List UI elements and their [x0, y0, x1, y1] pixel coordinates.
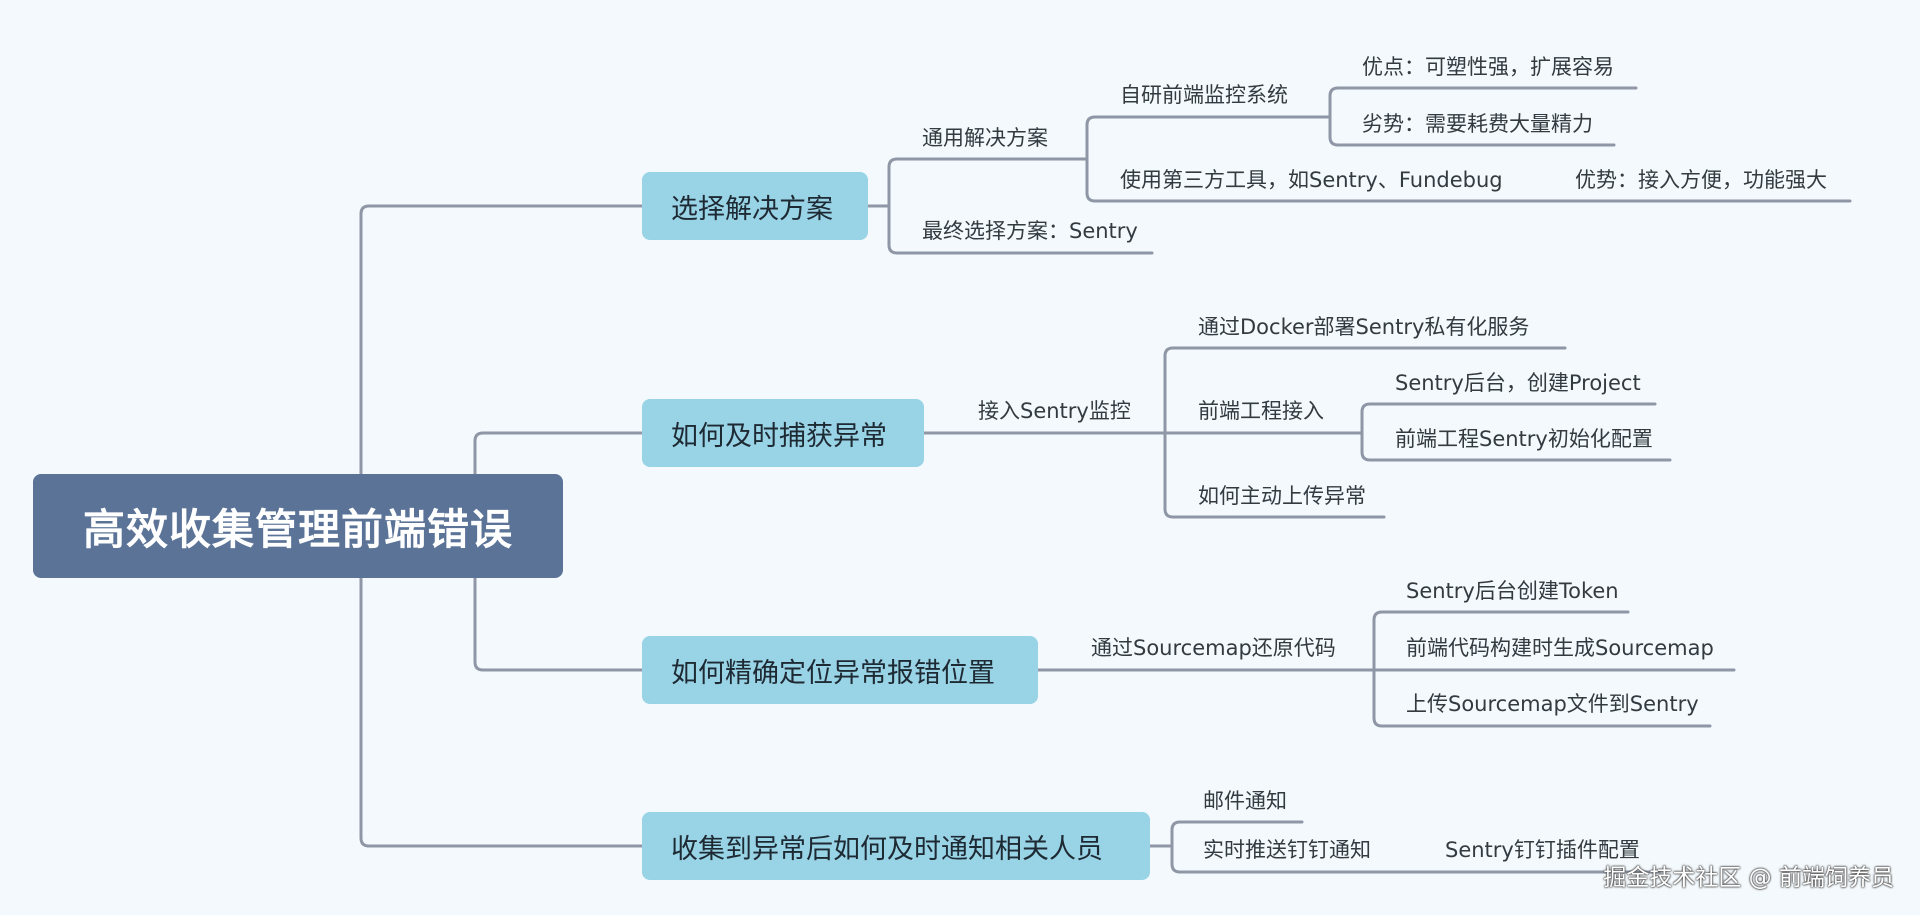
node-mail-notify[interactable]: 邮件通知 — [1203, 789, 1287, 813]
connector-line — [1163, 346, 1567, 435]
connector-line — [1328, 86, 1638, 119]
branch-capture-exceptions[interactable]: 如何及时捕获异常 — [642, 399, 924, 467]
node-final-choice[interactable]: 最终选择方案：Sentry — [922, 219, 1138, 243]
connector-line — [1085, 115, 1330, 161]
connector-line — [1372, 668, 1712, 728]
connector-line — [1085, 157, 1852, 203]
connector-line — [1170, 844, 1662, 874]
node-build-sourcemap[interactable]: 前端代码构建时生成Sourcemap — [1406, 636, 1714, 660]
node-dingtalk-notify[interactable]: 实时推送钉钉通知 — [1203, 838, 1371, 862]
node-create-project[interactable]: Sentry后台，创建Project — [1395, 371, 1641, 395]
connector-line — [1170, 820, 1304, 848]
node-third-pros[interactable]: 优势：接入方便，功能强大 — [1575, 168, 1827, 192]
node-create-token[interactable]: Sentry后台创建Token — [1406, 579, 1619, 603]
connector-line — [1372, 610, 1630, 672]
connector-line — [887, 157, 1087, 208]
connector-line — [359, 576, 644, 848]
node-frontend-access[interactable]: 前端工程接入 — [1198, 399, 1324, 423]
root-node[interactable]: 高效收集管理前端错误 — [33, 474, 563, 578]
connector-line — [887, 204, 1154, 255]
connector-line — [359, 204, 644, 476]
node-upload-sourcemap[interactable]: 上传Sourcemap文件到Sentry — [1406, 692, 1699, 716]
branch-locate-errors[interactable]: 如何精确定位异常报错位置 — [642, 636, 1038, 704]
node-dingtalk-plugin[interactable]: Sentry钉钉插件配置 — [1445, 838, 1640, 862]
node-general-solution[interactable]: 通用解决方案 — [922, 126, 1048, 150]
connector-line — [473, 431, 644, 476]
connector-line — [1163, 431, 1386, 519]
node-self-built[interactable]: 自研前端监控系统 — [1120, 83, 1288, 107]
branch-notify-people[interactable]: 收集到异常后如何及时通知相关人员 — [642, 812, 1150, 880]
node-access-sentry[interactable]: 接入Sentry监控 — [978, 399, 1131, 423]
node-manual-upload[interactable]: 如何主动上传异常 — [1198, 484, 1366, 508]
node-sourcemap-restore[interactable]: 通过Sourcemap还原代码 — [1091, 636, 1336, 660]
connector-line — [1328, 115, 1616, 147]
branch-choose-solution[interactable]: 选择解决方案 — [642, 172, 868, 240]
watermark: 掘金技术社区 @ 前端饲养员 — [1603, 865, 1894, 891]
node-init-config[interactable]: 前端工程Sentry初始化配置 — [1395, 427, 1653, 451]
node-third-party[interactable]: 使用第三方工具，如Sentry、Fundebug — [1120, 168, 1503, 192]
node-self-cons[interactable]: 劣势：需要耗费大量精力 — [1362, 112, 1593, 136]
connector-line — [473, 576, 644, 672]
connector-line — [1360, 402, 1657, 435]
node-docker-deploy[interactable]: 通过Docker部署Sentry私有化服务 — [1198, 315, 1530, 339]
node-self-pros[interactable]: 优点：可塑性强，扩展容易 — [1362, 55, 1614, 79]
connector-line — [1360, 431, 1672, 462]
